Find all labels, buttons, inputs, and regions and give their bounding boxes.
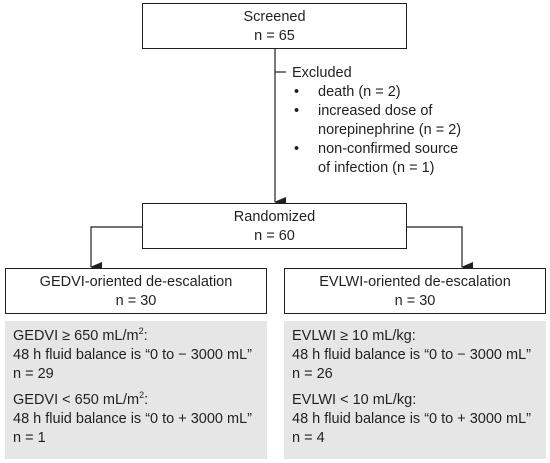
screened-count: n = 65 (254, 28, 295, 44)
gedvi-arm-box: GEDVI-oriented de-escalation n = 30 (5, 268, 267, 314)
excluded-item: • increased dose of norepinephrine (n = … (292, 102, 461, 140)
criterion-suffix: : (144, 392, 149, 408)
excluded-item-line: norepinephrine (n = 2) (318, 122, 462, 138)
evlwi-subgroup-low: EVLWI < 10 mL/kg: 48 h fluid balance is … (292, 391, 546, 448)
subgroup-balance: 48 h fluid balance is “0 to + 3000 mL” (13, 411, 252, 427)
gedvi-subgroup-high: GEDVI ≥ 650 mL/m2: 48 h fluid balance is… (13, 327, 267, 384)
evlwi-arm-title: EVLWI-oriented de-escalation (319, 274, 511, 290)
subgroup-count: n = 26 (292, 366, 333, 382)
subgroup-count: n = 4 (292, 430, 325, 446)
excluded-item-line: non-confirmed source (318, 141, 459, 157)
bullet-icon: • (294, 84, 300, 100)
subgroup-count: n = 1 (13, 430, 46, 446)
screened-box: Screened n = 65 (142, 3, 407, 49)
subgroup-balance: 48 h fluid balance is “0 to + 3000 mL” (292, 411, 531, 427)
subgroup-count: n = 29 (13, 366, 54, 382)
gedvi-subgroups-panel: GEDVI ≥ 650 mL/m2: 48 h fluid balance is… (5, 321, 267, 459)
arrow-randomized-to-evlwi (407, 226, 473, 272)
subgroup-criterion: EVLWI < 10 mL/kg: (292, 392, 417, 408)
screened-title: Screened (243, 9, 306, 25)
randomized-count: n = 60 (254, 228, 295, 244)
bullet-icon: • (294, 141, 300, 157)
evlwi-subgroup-high: EVLWI ≥ 10 mL/kg: 48 h fluid balance is … (292, 327, 546, 384)
criterion-text: GEDVI < 650 mL/m (13, 392, 140, 408)
criterion-superscript: 2 (139, 390, 145, 401)
subgroup-balance: 48 h fluid balance is “0 to − 3000 mL” (13, 347, 252, 363)
criterion-superscript: 2 (138, 326, 144, 337)
criterion-suffix: : (143, 328, 148, 344)
evlwi-arm-box: EVLWI-oriented de-escalation n = 30 (284, 268, 546, 314)
subgroup-criterion: EVLWI ≥ 10 mL/kg: (292, 328, 416, 344)
excluded-list: Excluded • death (n = 2) • increased dos… (292, 64, 461, 178)
randomized-box: Randomized n = 60 (142, 203, 407, 249)
excluded-title: Excluded (292, 65, 352, 81)
randomized-title: Randomized (233, 209, 316, 225)
subgroup-criterion: GEDVI < 650 mL/m2: (13, 391, 267, 410)
gedvi-arm-count: n = 30 (115, 293, 157, 309)
evlwi-subgroups-panel: EVLWI ≥ 10 mL/kg: 48 h fluid balance is … (284, 321, 546, 459)
subgroup-balance: 48 h fluid balance is “0 to − 3000 mL” (292, 347, 531, 363)
excluded-item-line: death (n = 2) (318, 84, 401, 100)
excluded-item: • non-confirmed source of infection (n =… (292, 140, 461, 178)
excluded-item-line: of infection (n = 1) (318, 160, 435, 176)
excluded-item-line: increased dose of (318, 103, 433, 119)
excluded-item: • death (n = 2) (292, 83, 461, 102)
gedvi-arm-title: GEDVI-oriented de-escalation (39, 274, 233, 290)
gedvi-subgroup-low: GEDVI < 650 mL/m2: 48 h fluid balance is… (13, 391, 267, 448)
arrow-randomized-to-gedvi (90, 226, 142, 272)
evlwi-arm-count: n = 30 (394, 293, 436, 309)
subgroup-criterion: GEDVI ≥ 650 mL/m2: (13, 327, 267, 346)
bullet-icon: • (294, 103, 300, 119)
criterion-text: GEDVI ≥ 650 mL/m (13, 328, 139, 344)
